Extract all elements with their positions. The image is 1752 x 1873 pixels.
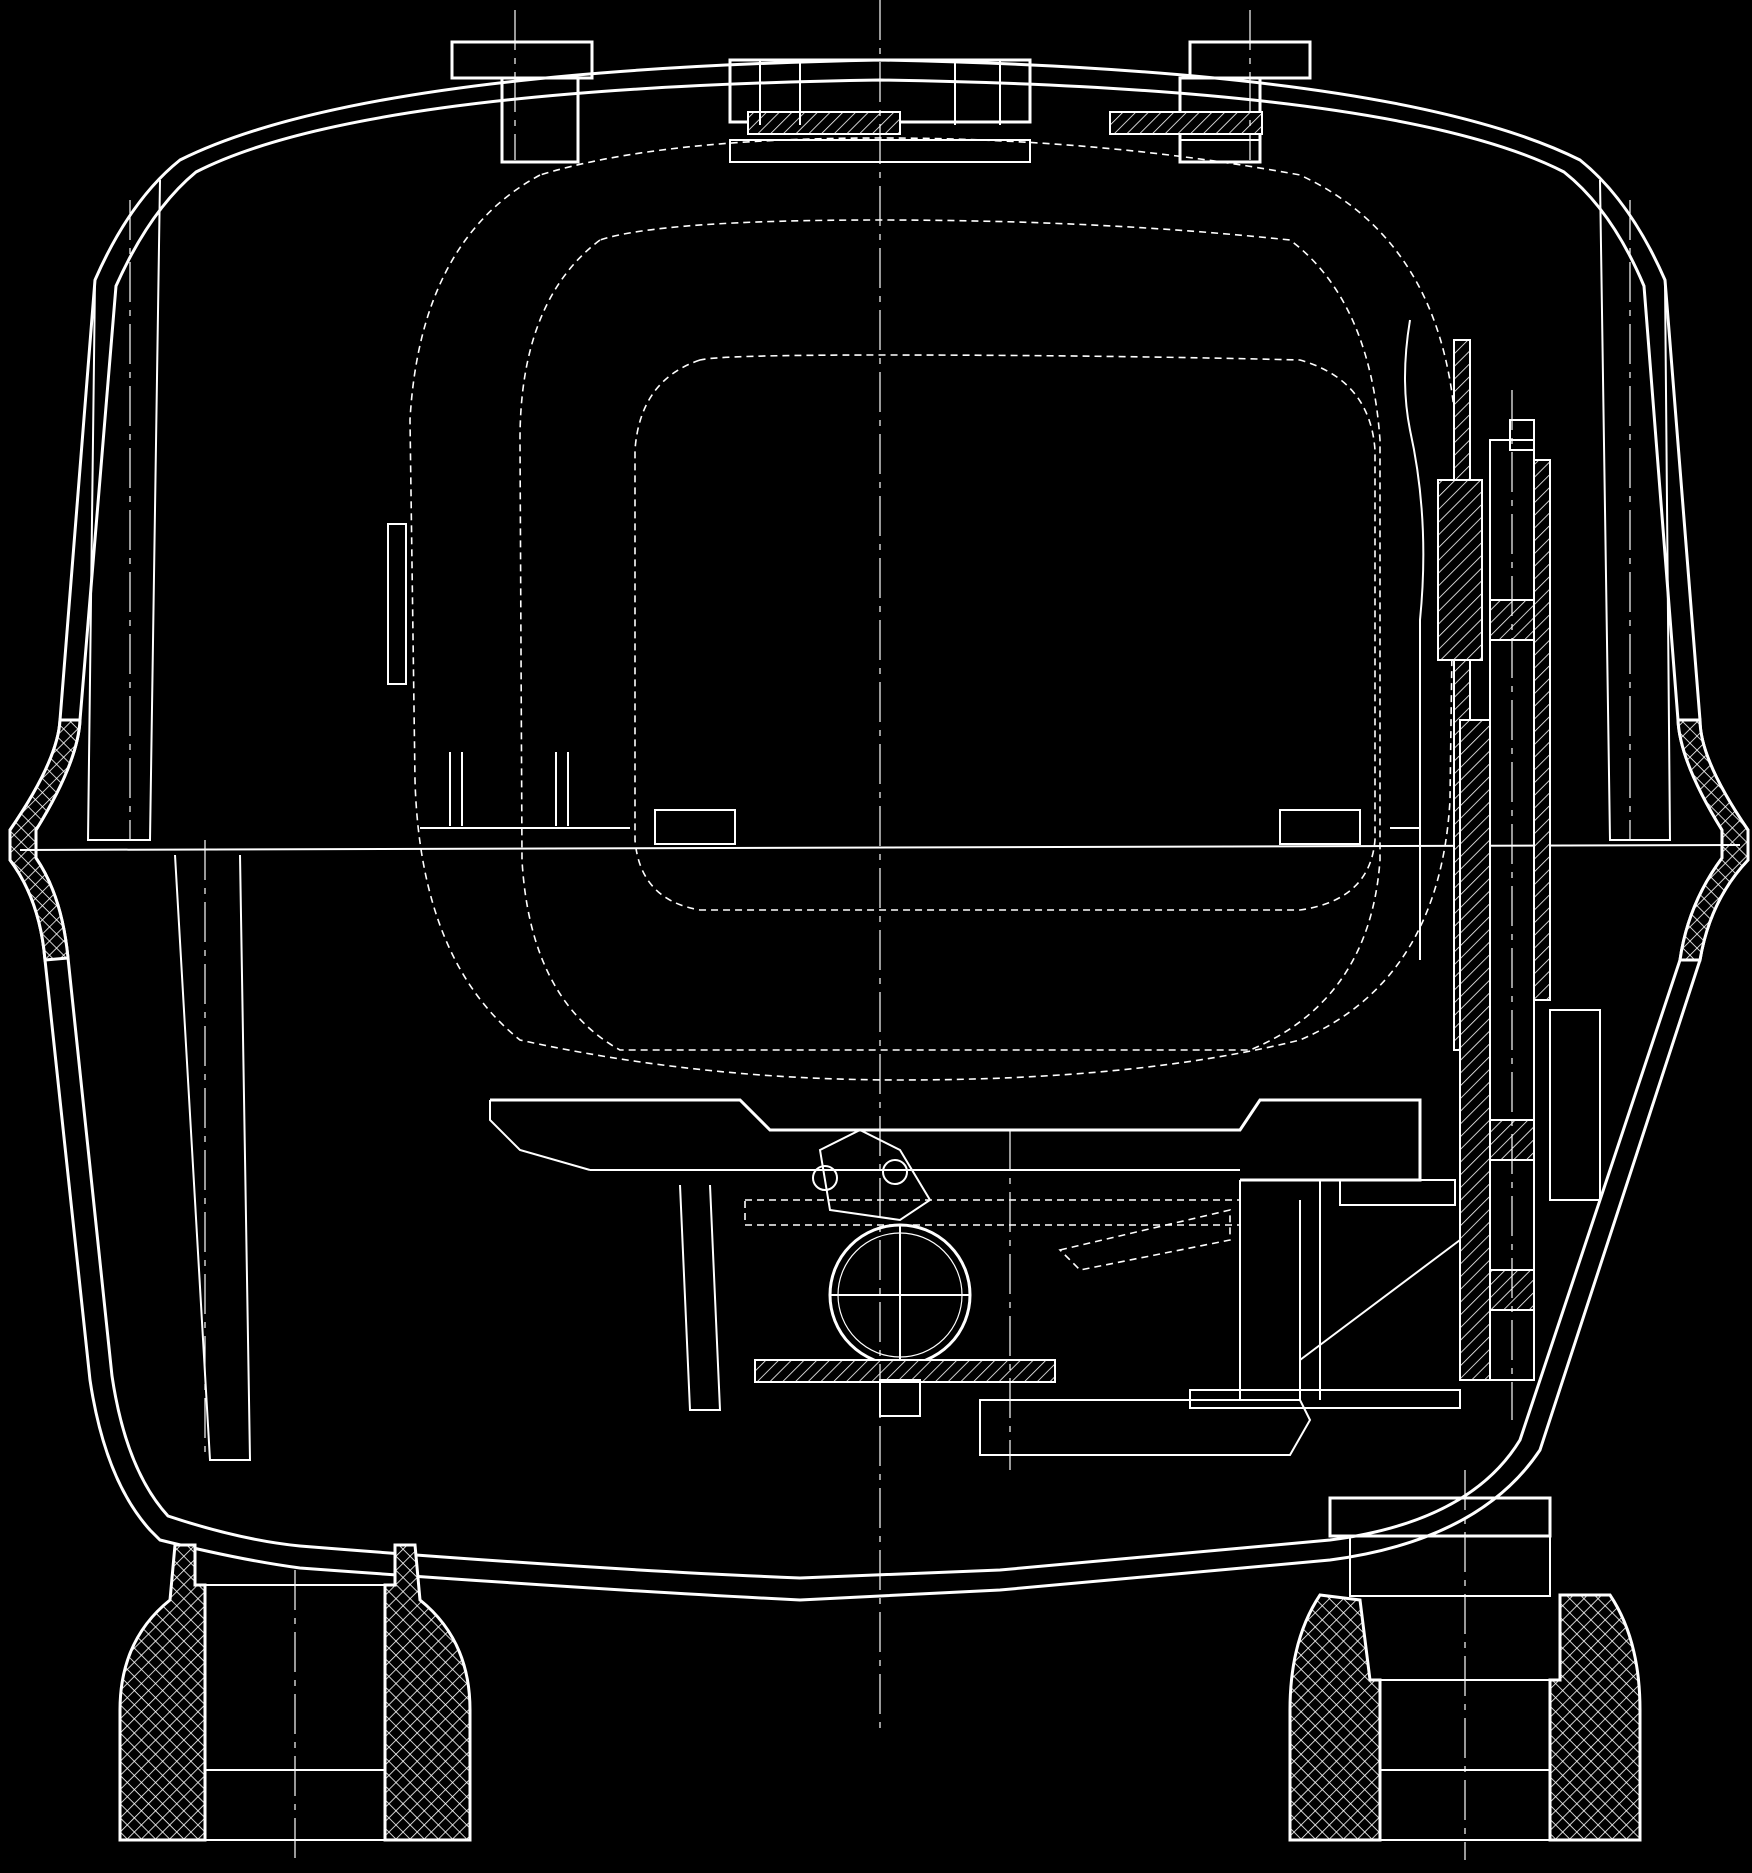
bottom-feet <box>118 1470 1642 1860</box>
inner-drum <box>387 137 1456 1081</box>
vertical-shaft-assembly <box>1404 319 1601 1420</box>
left-inner-liner <box>86 179 1672 1461</box>
drive-mechanism <box>489 1098 1461 1456</box>
top-mounting-bosses <box>450 40 1312 164</box>
centre-lines <box>514 0 1251 1730</box>
